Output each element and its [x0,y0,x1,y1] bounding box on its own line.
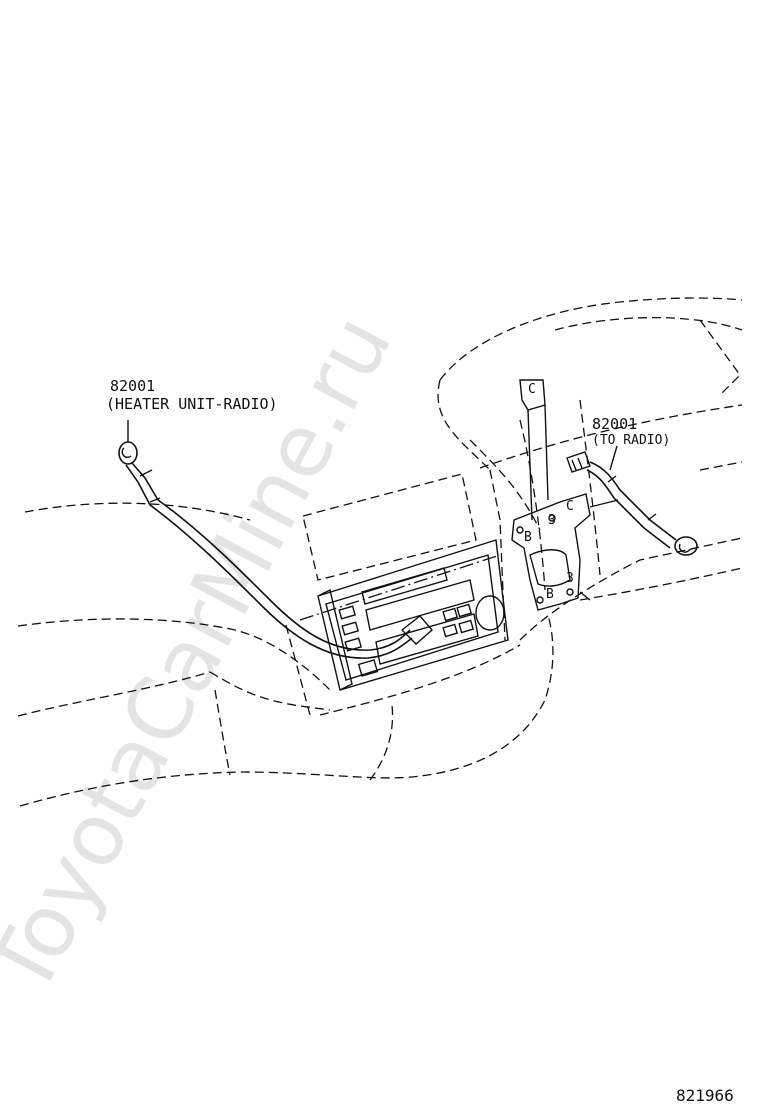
radio-mounting-bracket: C C B B 3 3 [511,379,619,611]
connector-letter-c-right: C [566,499,574,514]
connector-letter-b-bottom: B [546,587,554,602]
callout-heater-radio-part-no: 82001 [110,377,155,395]
connector-letter-c-top: C [528,382,536,397]
ground-strap-to-radio [566,445,698,556]
illustration-number: 821966 [676,1086,734,1105]
radio-heater-unit [317,539,509,691]
upper-display-panel [285,473,501,716]
bracket-mark-3-top: 3 [548,513,556,528]
ground-strap-heater-radio [118,420,433,659]
connector-letter-b-top: B [524,530,532,545]
callout-to-radio-part-no: 82001 [592,415,637,433]
callout-to-radio-desc: (TO RADIO) [592,433,670,448]
bracket-mark-3-bottom: 3 [566,571,574,586]
callout-heater-radio-desc: (HEATER UNIT-RADIO) [106,395,278,413]
dashboard-outline [17,297,743,807]
